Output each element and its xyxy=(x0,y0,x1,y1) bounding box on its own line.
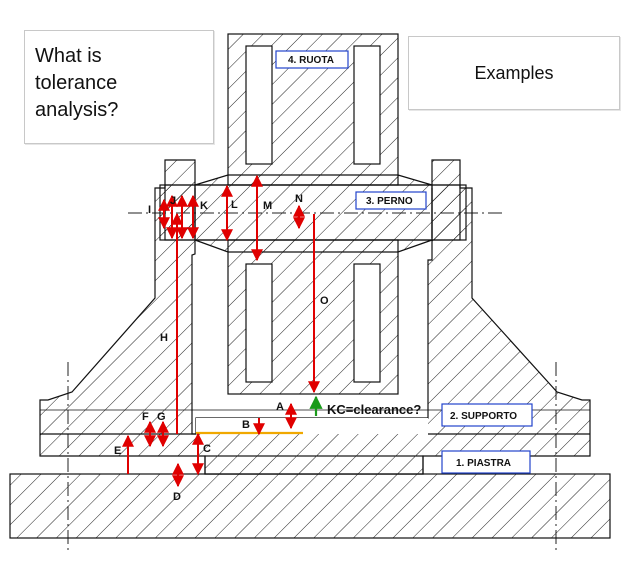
label-perno: 3. PERNO xyxy=(366,196,413,207)
dim-label-J: J xyxy=(170,195,176,207)
dim-label-D: D xyxy=(173,491,181,503)
label-piastra: 1. PIASTRA xyxy=(456,458,511,469)
dim-label-N: N xyxy=(295,193,303,205)
dim-label-G: G xyxy=(157,411,166,423)
question-callout: What is tolerance analysis? xyxy=(24,30,214,144)
dim-label-F: F xyxy=(142,411,149,423)
dim-label-B: B xyxy=(242,419,250,431)
dim-label-K: K xyxy=(200,200,208,212)
piastra-part xyxy=(9,455,611,539)
question-text: What is tolerance analysis? xyxy=(35,45,119,121)
kc-label: KC=clearance? xyxy=(327,402,421,417)
dim-label-E: E xyxy=(114,445,121,457)
examples-text: Examples xyxy=(474,63,554,83)
dim-label-H: H xyxy=(160,332,168,344)
dim-label-C: C xyxy=(203,443,211,455)
label-supporto: 2. SUPPORTO xyxy=(450,411,517,422)
dim-label-A: A xyxy=(276,401,284,413)
dim-label-O: O xyxy=(320,295,329,307)
dim-label-L: L xyxy=(231,199,238,211)
examples-callout: Examples xyxy=(408,36,620,110)
label-ruota: 4. RUOTA xyxy=(288,55,334,66)
dim-label-I: I xyxy=(148,204,151,216)
part-labels: 4. RUOTA 3. PERNO 2. SUPPORTO 1. PIASTRA xyxy=(275,50,533,474)
dim-label-M: M xyxy=(263,200,272,212)
dimension-arrows xyxy=(122,174,320,488)
